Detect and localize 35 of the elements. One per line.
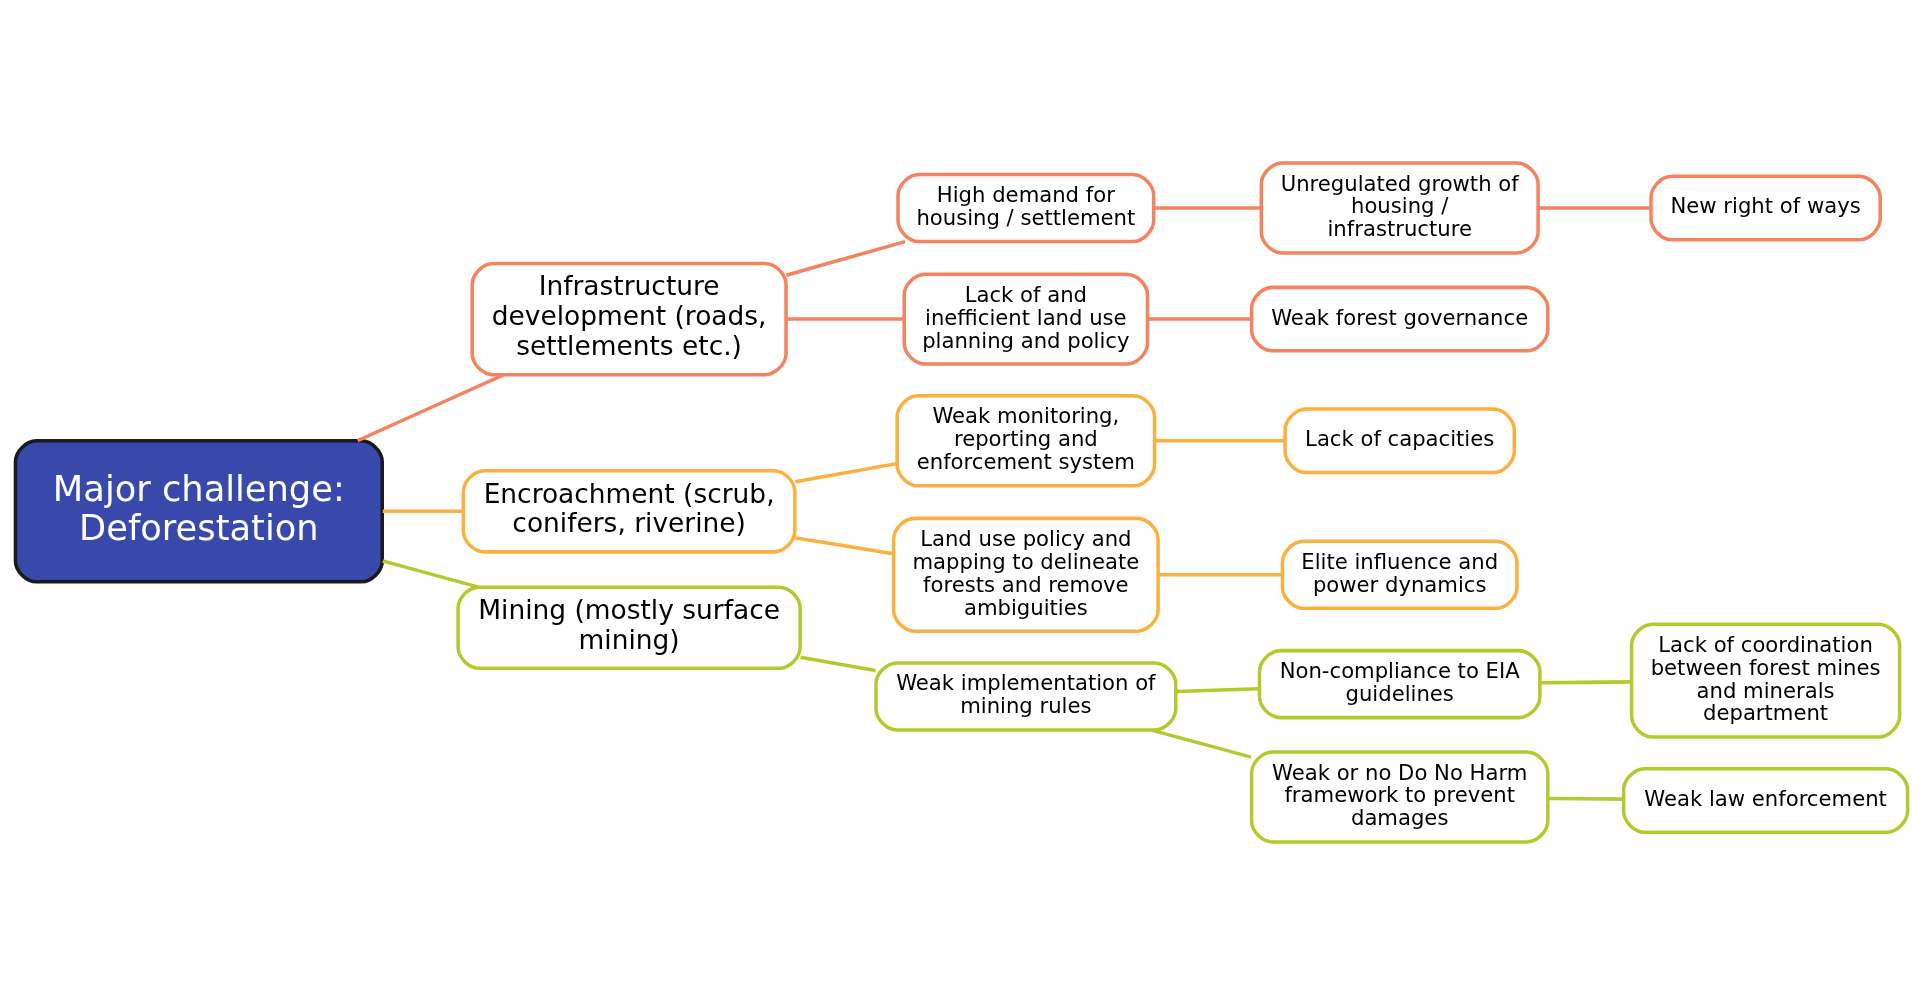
connector [1176,687,1260,694]
node-box: Unregulated growth of housing / infrastructure [1259,161,1540,255]
node-box: Infrastructure development (roads, settlements etc.) [470,261,788,377]
connector [1158,573,1283,577]
connector [382,559,479,589]
connector [795,461,898,484]
connector [356,373,505,443]
connector [1155,439,1285,443]
node-box: Lack of capacities [1283,407,1517,475]
connector [1151,728,1252,759]
node-box: Elite influence and power dynamics [1280,539,1519,611]
node-box: Weak forest governance [1249,285,1550,353]
node-box: Weak law enforcement [1621,767,1910,834]
connector [1147,317,1252,321]
connector [1538,206,1651,210]
node-box: Non-compliance to EIA guidelines [1257,648,1542,720]
node-box: Weak implementation of mining rules [874,661,1178,732]
node-box: Weak or no Do No Harm framework to prevent damages [1249,750,1550,844]
connector [800,655,876,673]
connector [795,536,894,556]
connector [1154,206,1261,210]
node-box: Lack of coordination between forest mines and minerals department [1629,622,1902,739]
node-box: Mining (mostly surface mining) [456,585,802,671]
connector [382,509,464,514]
node-box: Encroachment (scrub, conifers, riverine) [461,469,797,554]
node-box: Major challenge: Deforestation [13,439,384,584]
connector [1540,680,1632,685]
node-box: High demand for housing / settlement [896,172,1156,244]
node-box: Lack of and inefficient land use planning and policy [902,272,1150,366]
connector [786,317,904,321]
connector [1548,796,1624,801]
node-box: Land use policy and mapping to delineate forests and remove ambiguities [891,516,1160,633]
node-box: Weak monitoring, reporting and enforcement system [895,394,1157,488]
node-box: New right of ways [1649,174,1882,242]
connector [785,239,906,277]
